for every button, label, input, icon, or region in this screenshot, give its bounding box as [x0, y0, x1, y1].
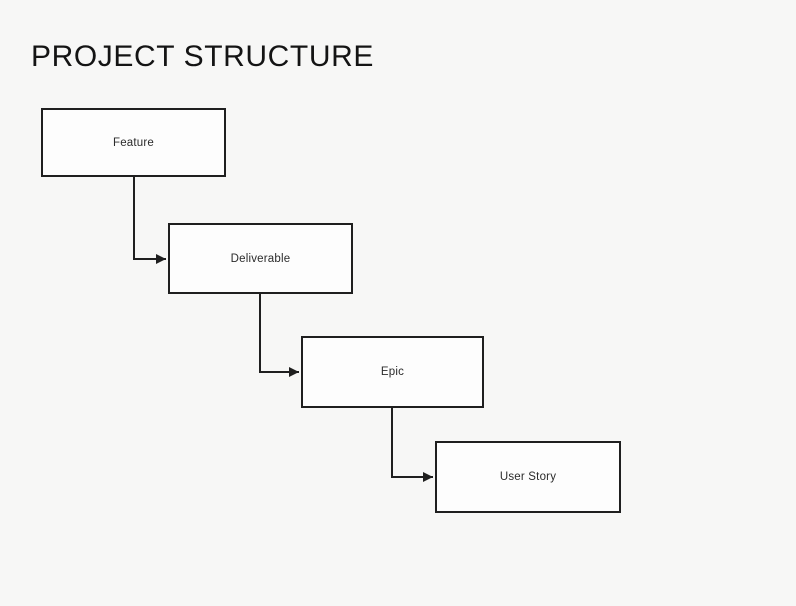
connector-epic-to-user-story — [391, 408, 433, 482]
node-label: User Story — [499, 471, 557, 483]
connector-feature-to-deliverable — [133, 177, 166, 264]
page-title: PROJECT STRUCTURE — [31, 40, 374, 73]
node-deliverable[interactable]: Deliverable — [168, 223, 353, 294]
arrowhead-icon — [156, 254, 166, 264]
node-label: Epic — [380, 366, 405, 378]
connector-line — [259, 294, 299, 373]
node-user-story[interactable]: User Story — [435, 441, 621, 513]
node-epic[interactable]: Epic — [301, 336, 484, 408]
arrowhead-icon — [423, 472, 433, 482]
arrowhead-icon — [289, 367, 299, 377]
connector-line — [133, 177, 166, 260]
connector-line — [391, 408, 433, 478]
node-feature[interactable]: Feature — [41, 108, 226, 177]
connector-deliverable-to-epic — [259, 294, 299, 377]
node-label: Feature — [112, 136, 155, 149]
node-label: Deliverable — [230, 252, 291, 265]
